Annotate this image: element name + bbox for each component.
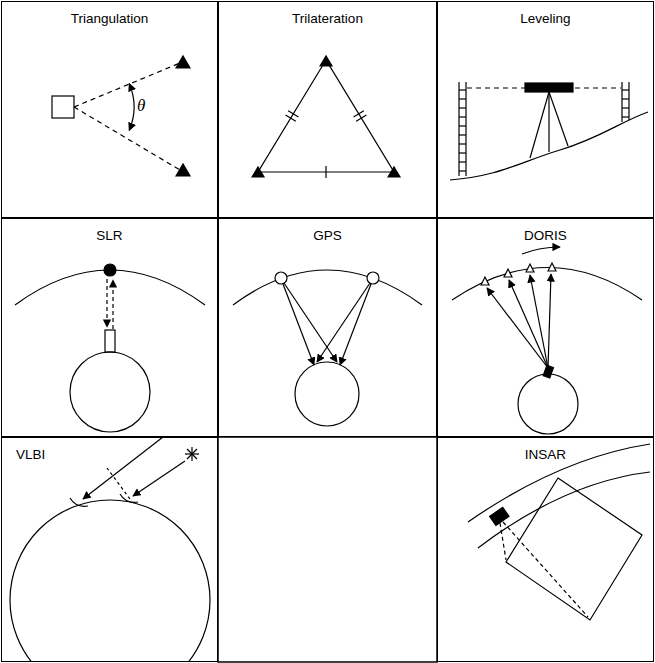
radio-source-star [185, 447, 199, 461]
radar-beam [503, 522, 588, 617]
target-triangle [176, 56, 190, 68]
wavefront-ray [83, 437, 163, 499]
tick-marks [286, 111, 367, 178]
method-panel: Trilateration [218, 1, 437, 218]
target-triangle [176, 164, 190, 176]
panel-title: VLBI [2, 438, 217, 462]
earth [518, 374, 578, 434]
vertex-triangle [252, 167, 264, 177]
satellite [367, 272, 379, 284]
satellite [104, 264, 116, 276]
motion-arrow [522, 247, 560, 254]
signal [509, 280, 548, 368]
method-panel: Leveling [437, 1, 654, 218]
station-square [52, 96, 74, 118]
empty-panel [218, 437, 437, 662]
vertex-triangle [388, 167, 400, 177]
signal [283, 284, 314, 365]
panel-title: Trilateration [219, 2, 436, 26]
trilateration-triangle [258, 60, 394, 172]
wavefront-ray [133, 461, 185, 496]
method-panel: DORIS [437, 218, 654, 437]
method-panel: GPS [218, 218, 437, 437]
rod-graduations [459, 90, 629, 171]
radar-satellite [490, 507, 509, 525]
signal [340, 284, 371, 365]
sight-line [74, 63, 180, 107]
panel-title: INSAR [438, 438, 653, 462]
delay-line [107, 468, 130, 499]
satellite-position [481, 277, 489, 285]
tripod-leg [548, 92, 549, 152]
method-panel: INSAR [437, 437, 654, 662]
satellite [275, 272, 287, 284]
orbit-arc [233, 270, 422, 305]
satellite-position [526, 264, 534, 272]
satellite-position [548, 263, 556, 271]
orbit-arc [452, 268, 642, 301]
signal [548, 274, 551, 368]
radio-dish [70, 498, 88, 506]
tripod-leg [549, 92, 568, 146]
panel-title: Leveling [438, 2, 653, 26]
angle-label: θ [137, 96, 145, 116]
beacon [543, 365, 553, 378]
method-panel: VLBI [1, 437, 218, 662]
sight-line [74, 107, 180, 170]
earth [295, 362, 359, 426]
angle-arc [129, 84, 134, 131]
method-panel: SLR [1, 218, 218, 437]
orbit-arc [478, 472, 650, 548]
vertex-triangle [320, 56, 332, 66]
laser-station [105, 330, 115, 352]
satellite-position [504, 269, 512, 277]
method-panel: Triangulation [1, 1, 218, 218]
panel-title: DORIS [438, 219, 653, 243]
earth [70, 352, 150, 432]
laser-pulse [106, 279, 107, 327]
radar-beam [500, 523, 506, 560]
panel-title: SLR [2, 219, 217, 243]
leveling-rod [628, 82, 629, 120]
laser-return [112, 280, 113, 329]
tripod-leg [530, 92, 549, 158]
earth [10, 500, 210, 662]
level-instrument [525, 83, 573, 92]
panel-title: GPS [219, 219, 436, 243]
leveling-rod [621, 82, 622, 122]
signal [530, 275, 548, 368]
signal [284, 283, 337, 362]
panel-title: Triangulation [2, 2, 217, 26]
signal [317, 283, 370, 362]
